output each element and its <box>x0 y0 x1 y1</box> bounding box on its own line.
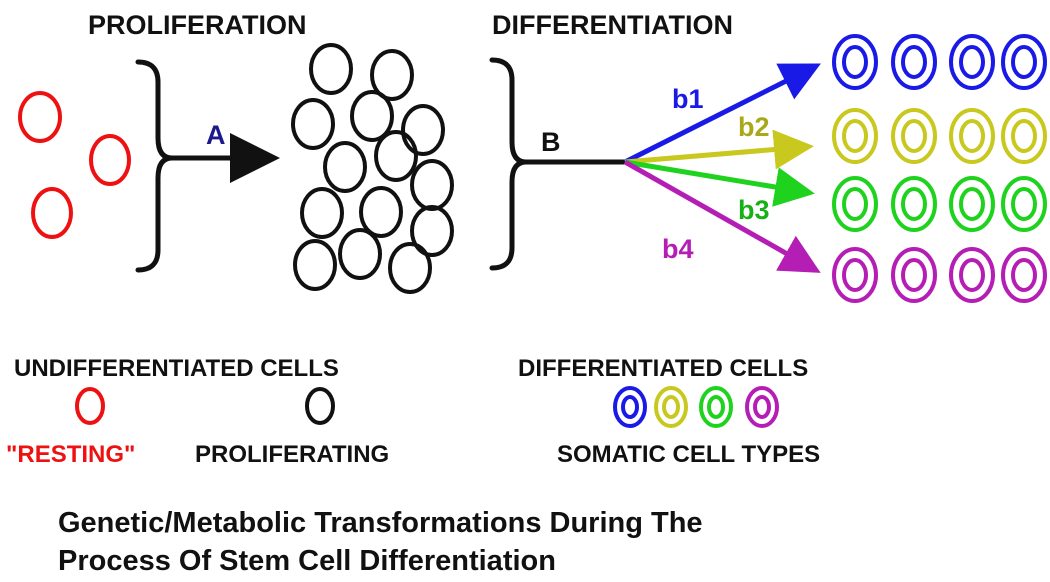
proliferating-cell <box>401 104 445 156</box>
legend-b2-outer <box>654 386 688 428</box>
proliferation-bracket <box>135 59 173 273</box>
b1-cell-inner <box>842 45 868 79</box>
b4-cell-inner <box>842 258 868 292</box>
b4-cell-inner <box>959 258 985 292</box>
arrow-b2-label: b2 <box>738 112 770 142</box>
b2-cell-outer <box>1001 108 1047 164</box>
legend-b4-outer <box>745 386 779 428</box>
b4-cell-inner <box>901 258 927 292</box>
b1-cell-inner <box>1011 45 1037 79</box>
proliferating-cell <box>350 90 394 142</box>
b2-cell-inner <box>959 119 985 153</box>
b3-cell-inner <box>1011 187 1037 221</box>
b3-cell-outer <box>1001 176 1047 232</box>
caption-line-1: Genetic/Metabolic Transformations During… <box>58 507 703 539</box>
b3-cell-inner <box>901 187 927 221</box>
legend-b3-outer <box>699 386 733 428</box>
differentiation-heading: DIFFERENTIATION <box>492 10 733 40</box>
arrow-b1-label: b1 <box>672 84 704 114</box>
b3-cell-outer <box>891 176 937 232</box>
legend-b1-outer <box>613 386 647 428</box>
resting-cell <box>18 91 62 143</box>
proliferating-cell <box>374 130 418 182</box>
b4-cell-outer <box>949 247 995 303</box>
arrow-b-label: B <box>541 127 561 157</box>
b4-cell-outer <box>832 247 878 303</box>
b2-cell-inner <box>901 119 927 153</box>
proliferating-cell <box>300 187 344 239</box>
proliferating-cell <box>291 98 335 150</box>
legend-differentiated-title: DIFFERENTIATED CELLS <box>518 355 808 382</box>
proliferating-cell <box>370 49 414 101</box>
legend-resting-cell <box>75 387 105 425</box>
resting-cell <box>89 134 131 186</box>
proliferating-cell <box>338 228 382 280</box>
b3-cell-inner <box>842 187 868 221</box>
b4-cell-outer <box>1001 247 1047 303</box>
differentiated-row-b1 <box>832 34 1047 90</box>
b1-cell-outer <box>1001 34 1047 90</box>
b1-cell-inner <box>959 45 985 79</box>
b2-cell-outer <box>832 108 878 164</box>
arrow-b3-label: b3 <box>738 195 770 225</box>
arrow-b2 <box>624 129 814 170</box>
proliferation-heading: PROLIFERATION <box>88 10 307 40</box>
proliferating-cell <box>309 43 353 95</box>
b3-cell-outer <box>832 176 878 232</box>
legend-differentiated-cells <box>613 386 779 428</box>
proliferating-cell <box>410 159 454 211</box>
legend-b2-inner <box>662 395 680 419</box>
b2-cell-inner <box>1011 119 1037 153</box>
resting-cell <box>31 187 73 239</box>
proliferating-cell <box>323 141 367 193</box>
arrow-b4-label: b4 <box>662 234 694 264</box>
proliferating-cluster <box>291 43 454 294</box>
legend-b1-inner <box>621 395 639 419</box>
proliferating-cell <box>359 186 403 238</box>
legend-b3-inner <box>707 395 725 419</box>
legend-resting-label: "RESTING" <box>6 441 135 468</box>
b1-cell-outer <box>949 34 995 90</box>
legend-undifferentiated-title: UNDIFFERENTIATED CELLS <box>14 355 339 382</box>
b1-cell-inner <box>901 45 927 79</box>
arrow-b1 <box>623 63 821 165</box>
b4-cell-inner <box>1011 258 1037 292</box>
b1-cell-outer <box>891 34 937 90</box>
b2-cell-inner <box>842 119 868 153</box>
arrow-b3 <box>624 159 815 207</box>
b3-cell-inner <box>959 187 985 221</box>
arrow-a-label: A <box>206 120 226 150</box>
proliferating-cell <box>293 239 337 291</box>
proliferating-cell <box>410 205 454 257</box>
legend-b4-inner <box>753 395 771 419</box>
legend-proliferating-label: PROLIFERATING <box>195 441 389 468</box>
legend-proliferating-cell <box>305 387 335 425</box>
caption-line-2: Process Of Stem Cell Differentiation <box>58 545 556 577</box>
differentiation-bracket <box>489 57 527 271</box>
proliferating-cell <box>388 242 432 294</box>
legend-somatic-label: SOMATIC CELL TYPES <box>557 441 820 468</box>
differentiated-row-b4 <box>832 247 1047 303</box>
b2-cell-outer <box>949 108 995 164</box>
b3-cell-outer <box>949 176 995 232</box>
b2-cell-outer <box>891 108 937 164</box>
differentiated-row-b3 <box>832 176 1047 232</box>
b1-cell-outer <box>832 34 878 90</box>
resting-cells <box>18 91 131 239</box>
arrow-b4 <box>623 159 821 273</box>
differentiated-row-b2 <box>832 108 1047 164</box>
b4-cell-outer <box>891 247 937 303</box>
